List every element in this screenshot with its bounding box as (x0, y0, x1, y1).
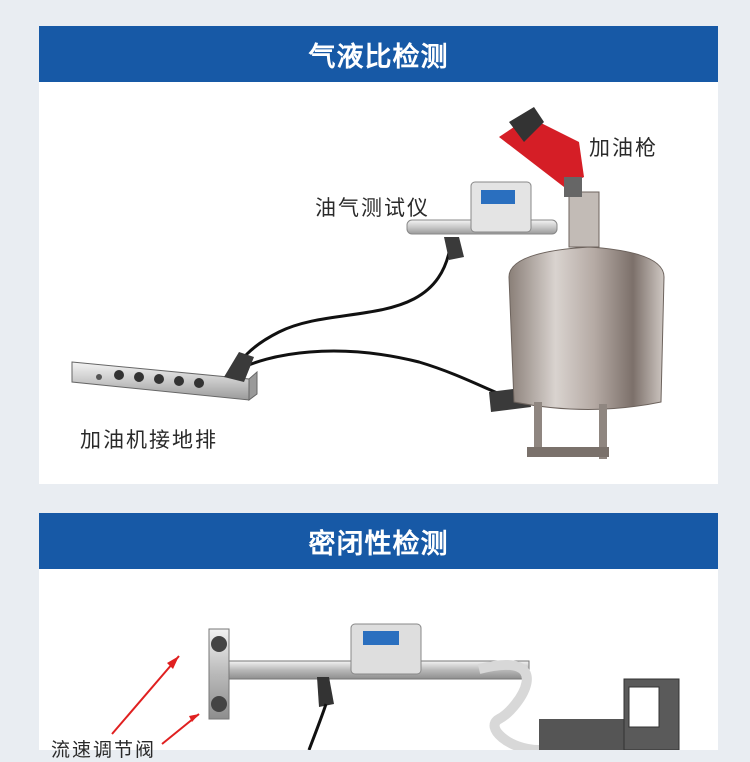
gas-tester-device (406, 181, 558, 235)
ground-clamp-tester (444, 237, 464, 260)
fuel-nozzle (499, 107, 584, 197)
tester-display (481, 190, 515, 204)
section-title: 气液比检测 (308, 41, 449, 73)
label-tester: 油气测试仪 (315, 196, 430, 220)
gas-liquid-ratio-panel: 加油枪 油气测试仪 加油机接地排 (39, 82, 718, 484)
tank (508, 191, 665, 459)
label-nozzle: 加油枪 (589, 136, 658, 160)
label-flow-valve: 流速调节阀 (51, 739, 157, 761)
gas-liquid-ratio-diagram (71, 107, 665, 459)
section-title: 密闭性检测 (308, 528, 449, 560)
ground-bar (71, 361, 258, 401)
sealing-diagram (111, 623, 680, 750)
section-header-sealing: 密闭性检测 (39, 513, 718, 569)
sealing-panel: 流速调节阀 (39, 569, 718, 761)
ground-cable-tank (233, 349, 520, 402)
label-ground-bar: 加油机接地排 (80, 428, 218, 452)
ground-clamp-bar (224, 352, 254, 382)
section-header-gas-liquid-ratio: 气液比检测 (39, 26, 718, 82)
